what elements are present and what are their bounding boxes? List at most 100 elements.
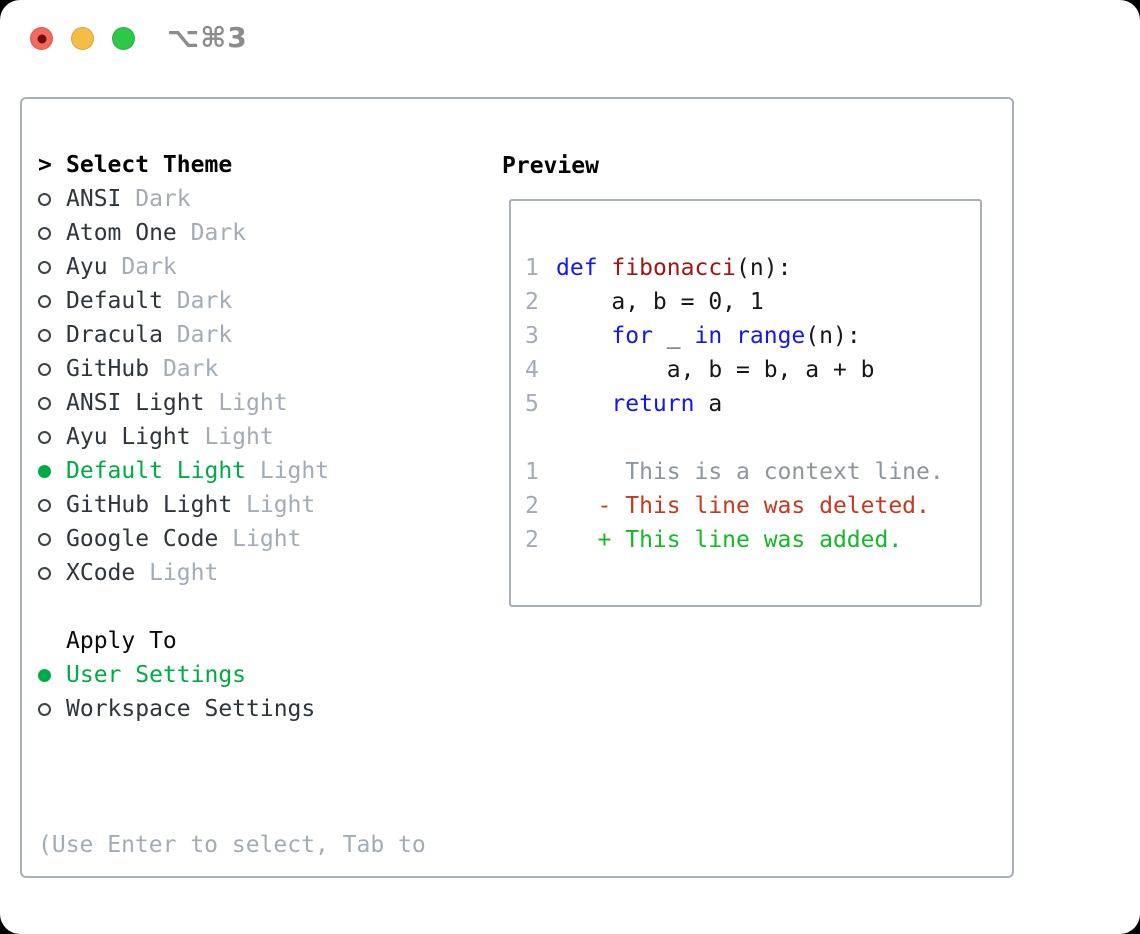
- radio-icon: [38, 464, 51, 478]
- code-token: [598, 255, 612, 281]
- preview-line: 1 This is a context line.: [525, 455, 980, 489]
- minimize-button[interactable]: [71, 27, 94, 50]
- line-content: + This line was added.: [556, 523, 903, 557]
- line-number: 3: [525, 323, 539, 349]
- code-token: [722, 323, 736, 349]
- code-token: - This line was deleted.: [556, 493, 930, 519]
- preview-line: 4 a, b = b, a + b: [525, 353, 980, 387]
- radio-icon: [38, 328, 51, 342]
- theme-name: GitHub Light: [66, 492, 233, 518]
- line-content: - This line was deleted.: [556, 489, 930, 523]
- theme-variant-badge: Light: [218, 390, 288, 416]
- help-text-line: change focus): [38, 930, 426, 934]
- code-token: def: [556, 255, 598, 281]
- theme-name: Google Code: [66, 526, 219, 552]
- code-token: in: [694, 323, 723, 349]
- theme-name: Ayu Light: [66, 424, 191, 450]
- line-number: 2: [525, 527, 539, 553]
- code-token: This is a context line.: [556, 459, 944, 485]
- apply-option-label: Workspace Settings: [66, 696, 316, 722]
- code-token: [556, 323, 611, 349]
- code-token: (n):: [805, 323, 861, 349]
- theme-item[interactable]: GitHub Light Light: [38, 488, 329, 522]
- line-number: 5: [525, 391, 539, 417]
- help-text: (Use Enter to select, Tab to change focu…: [38, 760, 426, 934]
- code-token: (n):: [736, 255, 792, 281]
- theme-item[interactable]: Dracula Dark: [38, 318, 329, 352]
- code-token: a: [694, 391, 723, 417]
- zoom-button[interactable]: [112, 27, 135, 50]
- theme-item[interactable]: ANSI Light Light: [38, 386, 329, 420]
- theme-item[interactable]: ANSI Dark: [38, 182, 329, 216]
- theme-variant-badge: Light: [149, 560, 219, 586]
- theme-variant-badge: Dark: [135, 186, 191, 212]
- radio-icon: [38, 396, 51, 410]
- line-content: return a: [556, 387, 722, 421]
- theme-item[interactable]: XCode Light: [38, 556, 329, 590]
- main-panel: > Select Theme ANSI Dark Atom One Dark A…: [20, 97, 1014, 878]
- code-token: fibonacci: [611, 255, 737, 281]
- radio-icon: [38, 498, 51, 512]
- radio-icon: [38, 430, 51, 444]
- radio-icon: [38, 668, 51, 682]
- prompt-icon: >: [38, 152, 52, 178]
- radio-icon: [38, 362, 51, 376]
- radio-icon: [38, 192, 51, 206]
- theme-item[interactable]: GitHub Dark: [38, 352, 329, 386]
- line-content: def fibonacci(n):: [556, 251, 791, 285]
- line-content: for _ in range(n):: [556, 319, 861, 353]
- theme-variant-badge: Light: [232, 526, 302, 552]
- theme-name: XCode: [66, 560, 136, 586]
- line-content: a, b = 0, 1: [556, 285, 764, 319]
- code-token: a, b = b, a + b: [556, 357, 875, 383]
- apply-to-section: Apply To User Settings Workspace Setting…: [38, 624, 315, 726]
- theme-name: Dracula: [66, 322, 163, 348]
- help-text-line: (Use Enter to select, Tab to: [38, 832, 426, 858]
- radio-icon: [38, 702, 51, 716]
- theme-item[interactable]: Default Light Light: [38, 454, 329, 488]
- line-number: [525, 421, 556, 455]
- titlebar: [30, 27, 135, 50]
- apply-to-title: Apply To: [66, 628, 177, 654]
- theme-name: Default Light: [66, 458, 247, 484]
- code-token: range: [736, 323, 806, 349]
- theme-item[interactable]: Ayu Light Light: [38, 420, 329, 454]
- radio-icon: [38, 294, 51, 308]
- theme-variant-badge: Light: [246, 492, 316, 518]
- preview-line: 3 for _ in range(n):: [525, 319, 980, 353]
- theme-variant-badge: Dark: [190, 220, 247, 246]
- theme-variant-badge: Light: [259, 458, 330, 484]
- code-token: [556, 391, 611, 417]
- line-number: 4: [525, 357, 539, 383]
- radio-icon: [38, 260, 51, 274]
- theme-item[interactable]: Ayu Dark: [38, 250, 329, 284]
- theme-name: Default: [66, 288, 163, 314]
- preview-lines: 1 def fibonacci(n): 2 a, b = 0, 1 3 for …: [525, 251, 980, 557]
- theme-item[interactable]: Default Dark: [38, 284, 329, 318]
- apply-option[interactable]: User Settings: [38, 658, 315, 692]
- close-dot-icon: [37, 34, 46, 43]
- close-button[interactable]: [30, 27, 53, 50]
- preview-line: 1 def fibonacci(n):: [525, 251, 980, 285]
- theme-item[interactable]: Google Code Light: [38, 522, 329, 556]
- theme-variant-badge: Dark: [176, 322, 233, 348]
- apply-option[interactable]: Workspace Settings: [38, 692, 315, 726]
- theme-name: GitHub: [66, 356, 150, 382]
- line-content: This is a context line.: [556, 455, 944, 489]
- preview-line: 5 return a: [525, 387, 980, 421]
- theme-variant-badge: Dark: [162, 356, 219, 382]
- code-token: for: [611, 323, 653, 349]
- theme-item[interactable]: Atom One Dark: [38, 216, 329, 250]
- line-number: 1: [525, 459, 539, 485]
- code-token: + This line was added.: [556, 527, 903, 553]
- radio-icon: [38, 226, 51, 240]
- apply-options: User Settings Workspace Settings: [38, 658, 315, 726]
- apply-option-label: User Settings: [66, 662, 247, 688]
- line-number: 2: [525, 493, 539, 519]
- code-token: a, b = 0, 1: [556, 289, 764, 315]
- preview-title: Preview: [502, 153, 599, 179]
- code-token: _: [652, 323, 695, 349]
- theme-name: Ayu: [66, 254, 108, 280]
- line-content: a, b = b, a + b: [556, 353, 875, 387]
